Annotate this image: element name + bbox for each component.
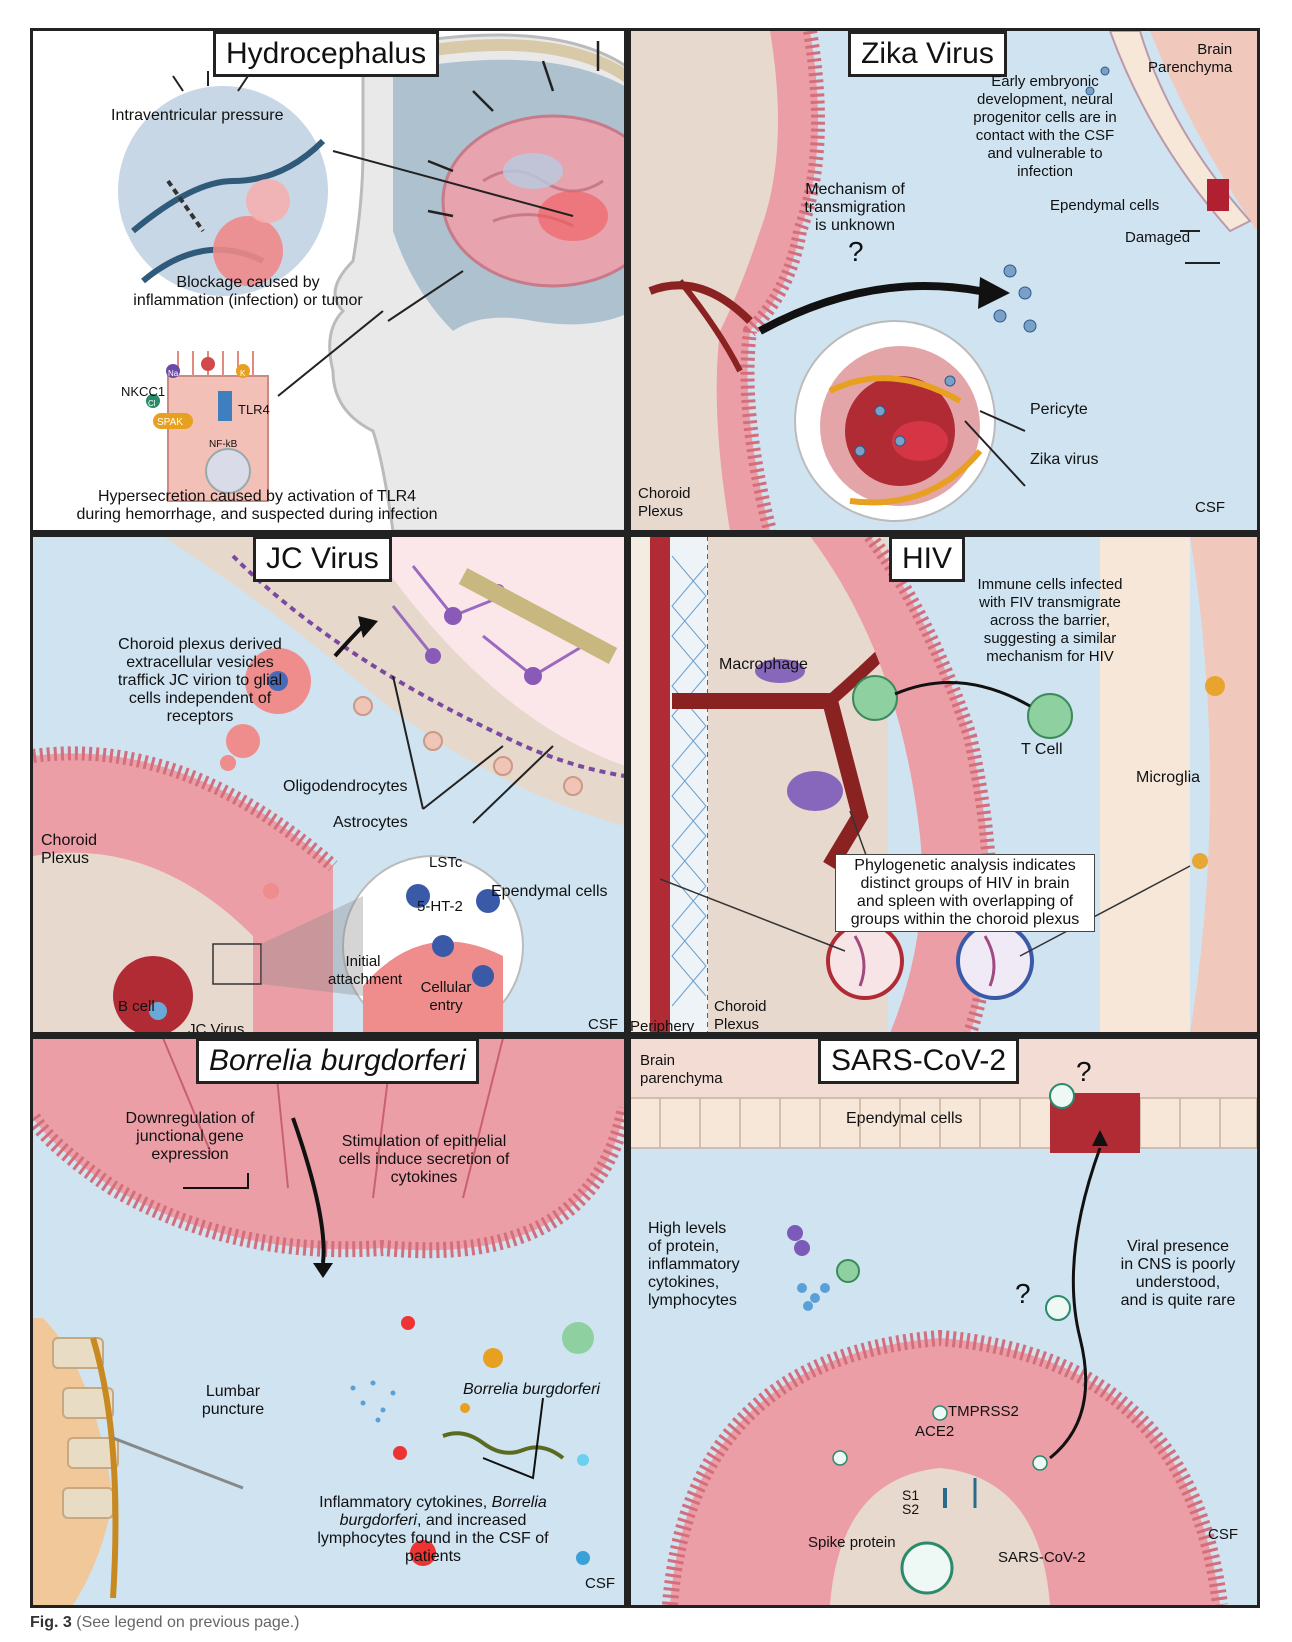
label-ion-cl: Cl xyxy=(148,395,156,413)
panel-hiv: HIV Immune cells infected with FIV trans… xyxy=(630,536,1257,1033)
label-choroid-zika: Choroid Plexus xyxy=(638,485,691,521)
label-early-development: Early embryonic development, neural prog… xyxy=(945,73,1145,181)
label-vesicles: Choroid plexus derived extracellular ves… xyxy=(85,636,315,726)
label-microglia: Microglia xyxy=(1136,769,1200,787)
panel-sars: SARS-CoV-2 Brain parenchyma Ependymal ce… xyxy=(630,1038,1257,1605)
caption-figure-number: Fig. 3 xyxy=(30,1614,72,1631)
divider-horizontal-2 xyxy=(33,1032,1257,1039)
label-s2: S2 xyxy=(902,1500,919,1518)
label-lstc: LSTc xyxy=(429,854,462,872)
panel-title-jc: JC Virus xyxy=(253,536,392,582)
label-brain-parenchyma-sars: Brain parenchyma xyxy=(640,1052,723,1088)
label-nfkb: NF-kB xyxy=(209,436,237,454)
label-csf-jc: CSF xyxy=(588,1016,618,1033)
zika-illustration xyxy=(630,31,1257,531)
figure-frame: Hydrocephalus Intraventricular pressure … xyxy=(30,28,1260,1608)
label-mechanism: Mechanism of transmigration is unknown xyxy=(770,181,940,235)
divider-vertical xyxy=(624,31,631,1605)
label-oligodendrocytes: Oligodendrocytes xyxy=(283,778,408,796)
label-lumbar-puncture: Lumbar puncture xyxy=(193,1383,273,1419)
label-choroid-jc: Choroid Plexus xyxy=(41,832,97,868)
panel-hydrocephalus: Hydrocephalus Intraventricular pressure … xyxy=(33,31,625,531)
label-ependymal-zika: Ependymal cells xyxy=(1050,197,1159,215)
label-t-cell: T Cell xyxy=(1021,741,1063,759)
label-brain-parenchyma: Brain Parenchyma xyxy=(1148,41,1232,77)
label-periphery: Periphery xyxy=(630,1018,694,1033)
question-mark-sars-2: ? xyxy=(1015,1278,1031,1310)
label-b-cell: B cell xyxy=(118,998,155,1016)
label-tlr4: TLR4 xyxy=(238,401,270,419)
question-mark-zika: ? xyxy=(848,236,864,268)
label-phylogenetic: Phylogenetic analysis indicates distinct… xyxy=(835,854,1095,932)
panel-jc: JC Virus Choroid plexus derived extracel… xyxy=(33,536,625,1033)
label-immune-cells: Immune cells infected with FIV transmigr… xyxy=(955,576,1145,666)
question-mark-sars-1: ? xyxy=(1076,1056,1092,1088)
label-stimulation: Stimulation of epithelial cells induce s… xyxy=(319,1133,529,1187)
label-tmprss2: TMPRSS2 xyxy=(948,1403,1019,1421)
label-viral-presence: Viral presence in CNS is poorly understo… xyxy=(1113,1238,1243,1310)
label-damaged: Damaged xyxy=(1125,229,1190,247)
panel-title-hydrocephalus: Hydrocephalus xyxy=(213,31,439,77)
panel-title-hiv: HIV xyxy=(889,536,965,582)
label-inflammatory: Inflammatory cytokines, Borrelia burgdor… xyxy=(293,1476,573,1566)
label-inflammatory-c: burgdorferi xyxy=(340,1512,417,1529)
panel-borrelia: Borrelia burgdorferi Downregulation of j… xyxy=(33,1038,625,1605)
label-intraventricular-pressure: Intraventricular pressure xyxy=(111,107,284,125)
label-spak: SPAK xyxy=(157,414,183,432)
label-blockage: Blockage caused by inflammation (infecti… xyxy=(123,274,373,310)
divider-horizontal-1 xyxy=(33,530,1257,537)
label-pericyte: Pericyte xyxy=(1030,401,1088,419)
label-csf-zika: CSF xyxy=(1195,499,1225,517)
panel-title-sars: SARS-CoV-2 xyxy=(818,1038,1019,1084)
label-macrophage: Macrophage xyxy=(719,656,808,674)
label-cellular-entry: Cellular entry xyxy=(411,979,481,1015)
label-choroid-hiv: Choroid Plexus xyxy=(714,998,767,1033)
label-inflammatory-a: Inflammatory cytokines, xyxy=(319,1494,492,1511)
label-hypersecretion: Hypersecretion caused by activation of T… xyxy=(47,488,467,524)
label-spike-protein: Spike protein xyxy=(808,1534,896,1552)
label-nkcc1: NKCC1 xyxy=(121,383,165,401)
caption-text: (See legend on previous page.) xyxy=(76,1614,299,1631)
label-ependymal-jc: Ependymal cells xyxy=(491,883,608,901)
label-downregulation: Downregulation of junctional gene expres… xyxy=(105,1110,275,1164)
label-ependymal-sars: Ependymal cells xyxy=(846,1110,963,1128)
label-5ht2: 5-HT-2 xyxy=(417,898,463,916)
label-ion-k: K xyxy=(240,365,245,383)
panel-zika: Zika Virus Brain Parenchyma Early embryo… xyxy=(630,31,1257,531)
label-csf-sars: CSF xyxy=(1208,1526,1238,1544)
figure-caption: Fig. 3 (See legend on previous page.) xyxy=(30,1614,300,1632)
label-ace2: ACE2 xyxy=(915,1423,954,1441)
label-inflammatory-b: Borrelia xyxy=(492,1494,547,1511)
label-high-levels: High levels of protein, inflammatory cyt… xyxy=(648,1220,740,1310)
panel-title-zika: Zika Virus xyxy=(848,31,1007,77)
label-zika-virus: Zika virus xyxy=(1030,451,1098,469)
label-initial-attachment: Initial attachment xyxy=(328,953,398,989)
label-sars-cov-2: SARS-CoV-2 xyxy=(998,1549,1086,1567)
label-astrocytes: Astrocytes xyxy=(333,814,408,832)
label-borrelia-organism: Borrelia burgdorferi xyxy=(463,1381,600,1399)
panel-title-borrelia: Borrelia burgdorferi xyxy=(196,1038,479,1084)
label-csf-borrelia: CSF xyxy=(585,1575,615,1593)
label-ion-na: Na xyxy=(168,365,178,383)
